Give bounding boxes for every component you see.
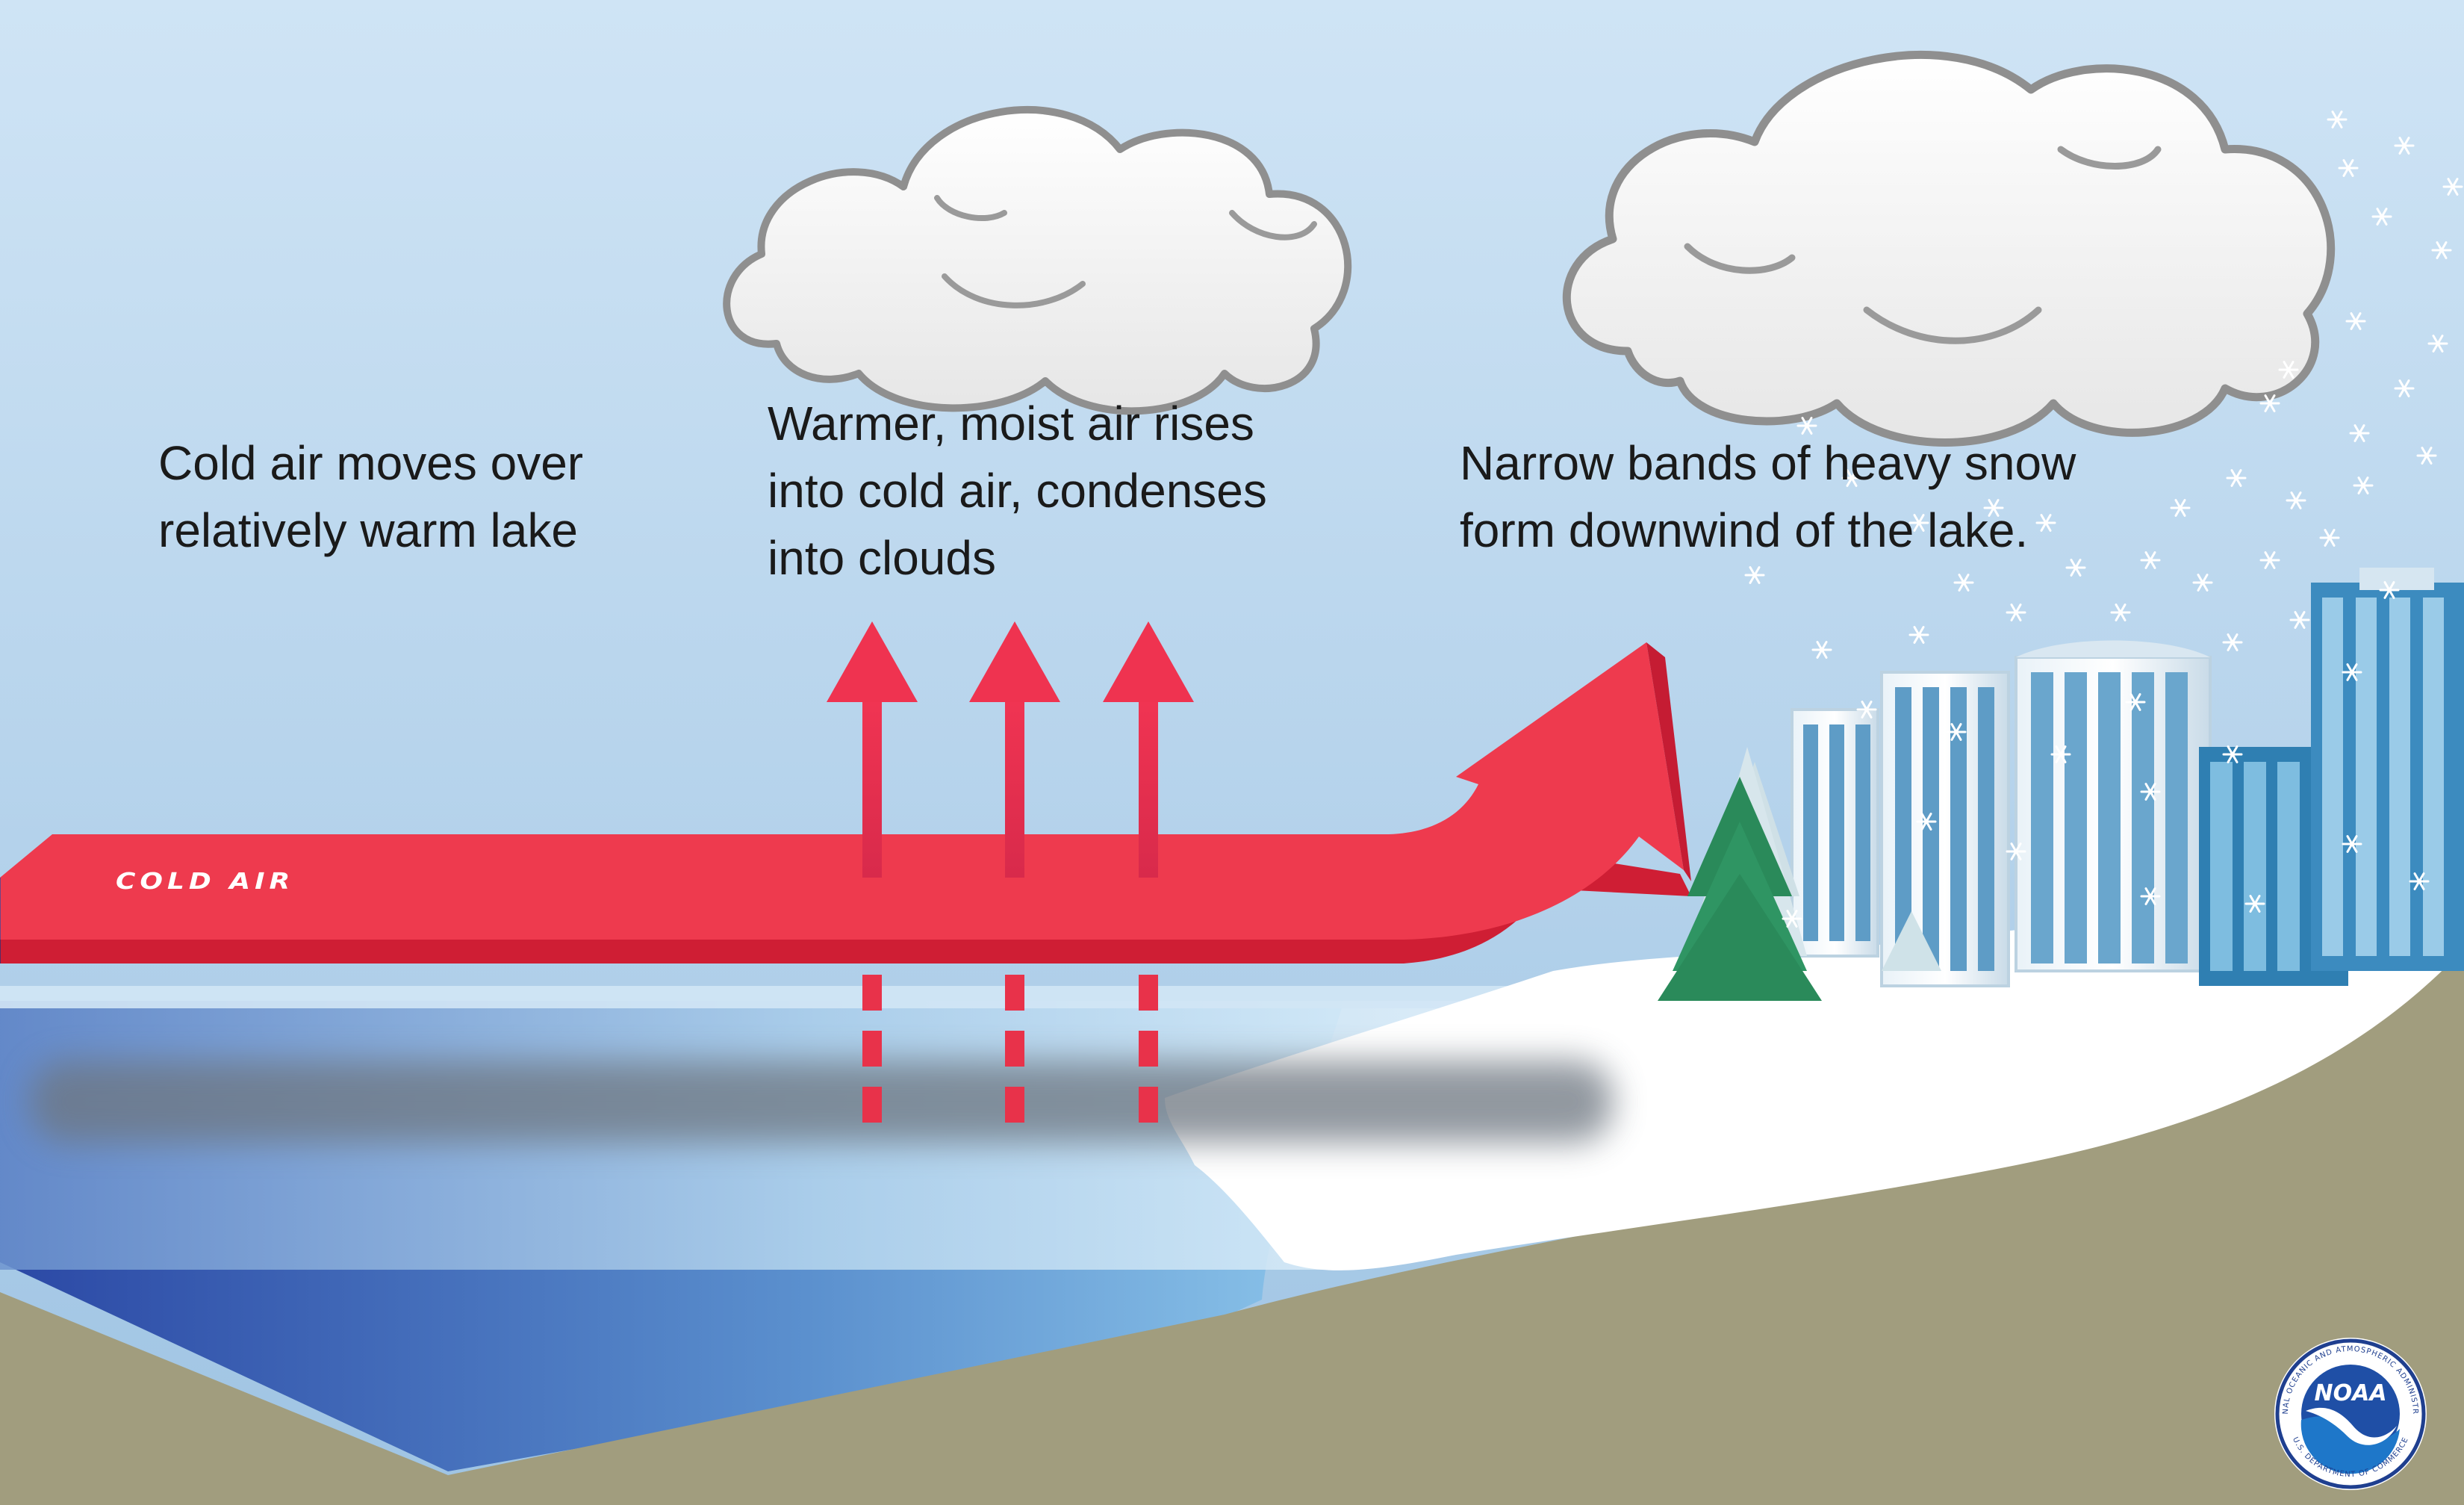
caption-line: Cold air moves over	[158, 436, 584, 490]
building	[2311, 568, 2464, 971]
rising-air-arrow	[1103, 621, 1194, 1123]
noaa-logo-wordmark: NOAA	[2314, 1380, 2386, 1406]
building	[1791, 708, 1879, 958]
lake-surface-top	[0, 986, 1523, 1008]
caption-line: relatively warm lake	[158, 503, 578, 557]
caption-line: Warmer, moist air rises	[768, 397, 1254, 450]
caption-line: Narrow bands of heavy snow	[1460, 436, 2076, 490]
cloud-right	[1562, 51, 2336, 447]
caption-warm-moist-air: Warmer, moist air rises into cold air, c…	[768, 390, 1267, 592]
noaa-logo: NOAA NATIONAL OCEANIC AND ATMOSPHERIC AD…	[2274, 1338, 2427, 1490]
evergreen-trees	[1658, 747, 1941, 1001]
caption-line: into cold air, condenses	[768, 464, 1267, 518]
caption-snow-bands: Narrow bands of heavy snow form downwind…	[1460, 429, 2076, 564]
air-flow-arrow-head-side	[1646, 642, 1691, 881]
caption-line: form downwind of the lake.	[1460, 503, 2029, 557]
rising-air-arrow	[827, 621, 918, 1123]
air-flow-arrow	[0, 642, 1684, 940]
building	[1880, 671, 2010, 987]
building	[2015, 640, 2212, 972]
caption-line: into clouds	[768, 531, 996, 585]
cloud-left	[723, 106, 1352, 415]
rising-air-arrows	[827, 621, 1194, 1123]
rising-air-arrow	[969, 621, 1060, 1123]
caption-cold-air: Cold air moves over relatively warm lake	[158, 429, 583, 564]
moisture-band	[30, 1061, 1613, 1143]
cold-air-label: COLD AIR	[116, 868, 294, 895]
city-skyline	[1791, 568, 2464, 987]
snow-bank	[1165, 919, 2464, 1270]
ground	[0, 941, 2464, 1505]
